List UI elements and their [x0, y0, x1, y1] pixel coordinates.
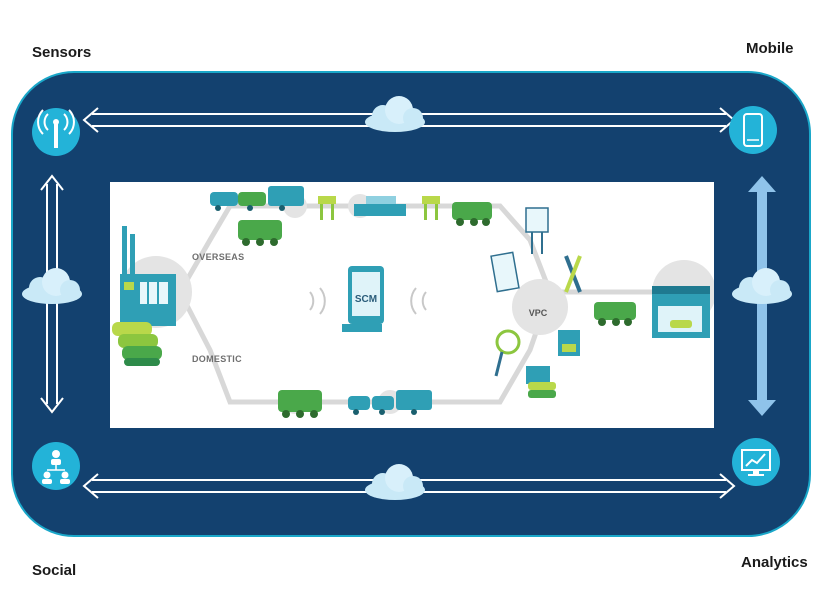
domestic-label: DOMESTIC [192, 354, 242, 364]
analytics-label: Analytics [741, 554, 808, 571]
scm-label: SCM [355, 294, 377, 305]
scm-monitor-icon [342, 266, 384, 332]
ship-icon [354, 196, 406, 216]
supply-chain-diagram: SCM VPC [112, 186, 714, 418]
car-stack-icon [526, 366, 556, 398]
vpc-label: VPC [529, 308, 548, 318]
mobile-label: Mobile [746, 40, 794, 57]
terminal-icon [318, 196, 336, 220]
truck-convoy-icon [348, 390, 432, 415]
clipboard-icon [490, 251, 520, 293]
signal-waves [309, 287, 427, 315]
people-network-icon[interactable] [32, 442, 80, 490]
dealership-icon [652, 286, 710, 338]
truck-green-icon [238, 220, 282, 246]
magnifier-icon [494, 329, 521, 377]
monitor-chart-icon[interactable] [732, 438, 780, 486]
factory-icon [120, 226, 176, 326]
terminal-icon [422, 196, 440, 220]
assembly-sign-icon [525, 207, 549, 254]
truck-green-icon [452, 202, 492, 226]
truck-convoy-icon [210, 186, 304, 211]
car-wash-icon [558, 330, 580, 356]
social-label: Social [32, 562, 77, 579]
supply-chain-panel: SCM VPC [110, 182, 714, 428]
sensors-label: Sensors [32, 44, 92, 61]
tools-icon [564, 255, 582, 293]
smartphone-icon[interactable] [729, 106, 777, 154]
truck-green-icon [594, 302, 636, 326]
antenna-icon[interactable] [32, 108, 80, 156]
overseas-label: OVERSEAS [192, 252, 245, 262]
car-stack-icon [112, 322, 162, 366]
truck-green-icon [278, 390, 322, 418]
